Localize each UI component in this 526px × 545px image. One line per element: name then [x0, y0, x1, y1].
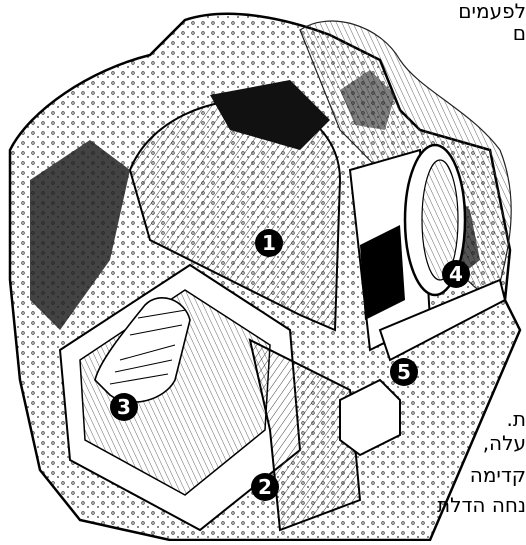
text-fragment-3: ת. — [506, 408, 526, 430]
marker-3: 3 — [110, 393, 138, 421]
svg-text:3: 3 — [117, 395, 131, 419]
text-fragment-2: ם — [513, 22, 526, 44]
svg-text:1: 1 — [262, 231, 276, 255]
svg-text:5: 5 — [397, 360, 411, 384]
text-fragment-5: קדימה — [470, 464, 526, 486]
marker-4: 4 — [442, 260, 470, 288]
text-fragment-6: נחה הדלת — [437, 494, 526, 516]
marker-5: 5 — [390, 358, 418, 386]
svg-text:2: 2 — [258, 475, 272, 499]
svg-text:4: 4 — [449, 262, 463, 286]
marker-1: 1 — [255, 229, 283, 257]
text-fragment-1: לפעמים — [458, 0, 526, 22]
marker-2: 2 — [251, 473, 279, 501]
text-fragment-4: עלה, — [483, 432, 526, 454]
